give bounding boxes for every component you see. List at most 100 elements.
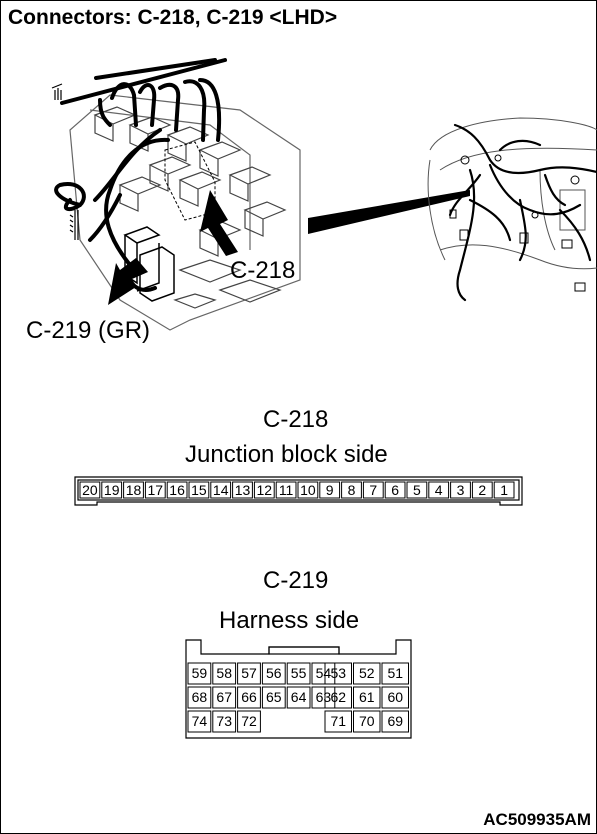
c219-pin-label: 58: [216, 665, 232, 681]
c219-pin-label: 70: [359, 713, 375, 729]
c218-pin-cell: [232, 481, 253, 499]
c218-pin-cell: [362, 481, 384, 499]
c218-pin-cell: [123, 481, 144, 499]
c218-pin-cell: [275, 481, 297, 499]
c219-pin-label: 52: [359, 665, 375, 681]
c219-pin-label: 69: [387, 713, 403, 729]
c218-pin-cell: [450, 481, 471, 499]
c219-pin-label: 68: [192, 689, 208, 705]
junction-block-illustration: [51, 58, 597, 331]
c219-pin-label: 62: [330, 689, 346, 705]
c219-pin-cell: [381, 686, 409, 709]
c218-pin-cell: [188, 481, 210, 499]
c219-pin-cell: [212, 662, 237, 685]
c218-pin-cell: [341, 481, 362, 499]
c219-pin-label: 67: [216, 689, 232, 705]
c219-pin-label: 64: [291, 689, 307, 705]
c218-pin-cell: [297, 481, 319, 499]
c218-pin-label: 17: [148, 482, 164, 498]
c219-pin-label: 57: [241, 665, 257, 681]
c218-pin-cell: [471, 481, 493, 499]
c218-pin-cell: [319, 481, 341, 499]
callout-c218: C-218: [230, 257, 296, 284]
figure-code: AC509935AM: [483, 810, 591, 829]
c219-pin-label: 56: [266, 665, 282, 681]
c219-pin-cell: [187, 686, 212, 709]
c218-pin-cell: [493, 481, 515, 499]
c218-pin-cell: [253, 481, 275, 499]
c219-pin-cell: [237, 686, 261, 709]
c219-pin-label: 51: [387, 665, 403, 681]
c218-pin-cell: [166, 481, 188, 499]
c218-pin-label: 20: [82, 482, 98, 498]
c219-pin-cell: [311, 662, 336, 685]
c218-pin-cell: [79, 481, 101, 499]
c219-pin-cell: [187, 662, 212, 685]
c218-pin-label: 8: [348, 482, 356, 498]
c219-pin-label: 65: [266, 689, 282, 705]
c218-pin-label: 10: [300, 482, 316, 498]
c218-pin-cell: [101, 481, 123, 499]
c219-pin-cell: [187, 710, 212, 733]
arrow-c219: [108, 258, 148, 305]
c218-pin-cell: [144, 481, 166, 499]
c218-pin-label: 6: [391, 482, 399, 498]
c219-pin-label: 73: [216, 713, 232, 729]
c219-pin-label: 72: [241, 713, 257, 729]
c218-pin-cell: [210, 481, 232, 499]
c218-pin-label: 15: [191, 482, 207, 498]
c219-pin-label: 63: [316, 689, 332, 705]
c218-pin-label: 5: [413, 482, 421, 498]
c218-pin-label: 7: [369, 482, 377, 498]
c219-pin-cell: [237, 662, 261, 685]
c218-name: C-218: [263, 406, 329, 433]
c219-pin-label: 60: [387, 689, 403, 705]
c219-pin-label: 55: [291, 665, 307, 681]
c218-pin-label: 13: [235, 482, 251, 498]
callout-c219: C-219 (GR): [26, 317, 151, 344]
c219-pin-label: 74: [192, 713, 208, 729]
c218-pin-cell: [406, 481, 428, 499]
c219-pin-cell: [237, 710, 261, 733]
c218-pin-cell: [428, 481, 450, 499]
c219-pin-label: 61: [359, 689, 375, 705]
c219-side-label: Harness side: [219, 607, 360, 634]
c219-pin-cell: [353, 686, 381, 709]
c219-pin-cell: [261, 662, 286, 685]
c219-pin-cell: [212, 710, 237, 733]
c219-pin-label: 59: [192, 665, 208, 681]
c219-pin-cell: [311, 686, 336, 709]
c218-pin-label: 4: [435, 482, 443, 498]
c218-pin-label: 9: [326, 482, 334, 498]
c219-pin-label: 66: [241, 689, 257, 705]
c219-pin-cell: [286, 686, 311, 709]
c219-pin-cell: [324, 662, 352, 685]
c218-pin-label: 14: [213, 482, 229, 498]
c218-pin-label: 16: [169, 482, 185, 498]
c218-pin-label: 2: [478, 482, 486, 498]
c219-pin-cell: [324, 686, 352, 709]
c218-pin-label: 18: [126, 482, 142, 498]
c219-pin-label: 54: [316, 665, 332, 681]
c219-pin-cell: [353, 710, 381, 733]
c219-pin-cell: [381, 662, 409, 685]
c218-pin-label: 12: [257, 482, 273, 498]
c218-pin-label: 1: [500, 482, 508, 498]
c218-side-label: Junction block side: [185, 441, 388, 468]
c218-pin-label: 3: [457, 482, 465, 498]
c218-pin-cell: [384, 481, 406, 499]
c219-pin-cell: [381, 710, 409, 733]
c219-pin-label: 71: [330, 713, 346, 729]
c219-pin-label: 53: [330, 665, 346, 681]
c219-pin-cell: [261, 686, 286, 709]
c219-pin-cell: [212, 686, 237, 709]
c219-pin-cell: [324, 710, 352, 733]
c219-pin-cell: [353, 662, 381, 685]
c218-pin-label: 19: [104, 482, 120, 498]
c218-pin-label: 11: [279, 482, 294, 498]
arrow-c218: [200, 190, 238, 256]
c219-pin-cell: [286, 662, 311, 685]
